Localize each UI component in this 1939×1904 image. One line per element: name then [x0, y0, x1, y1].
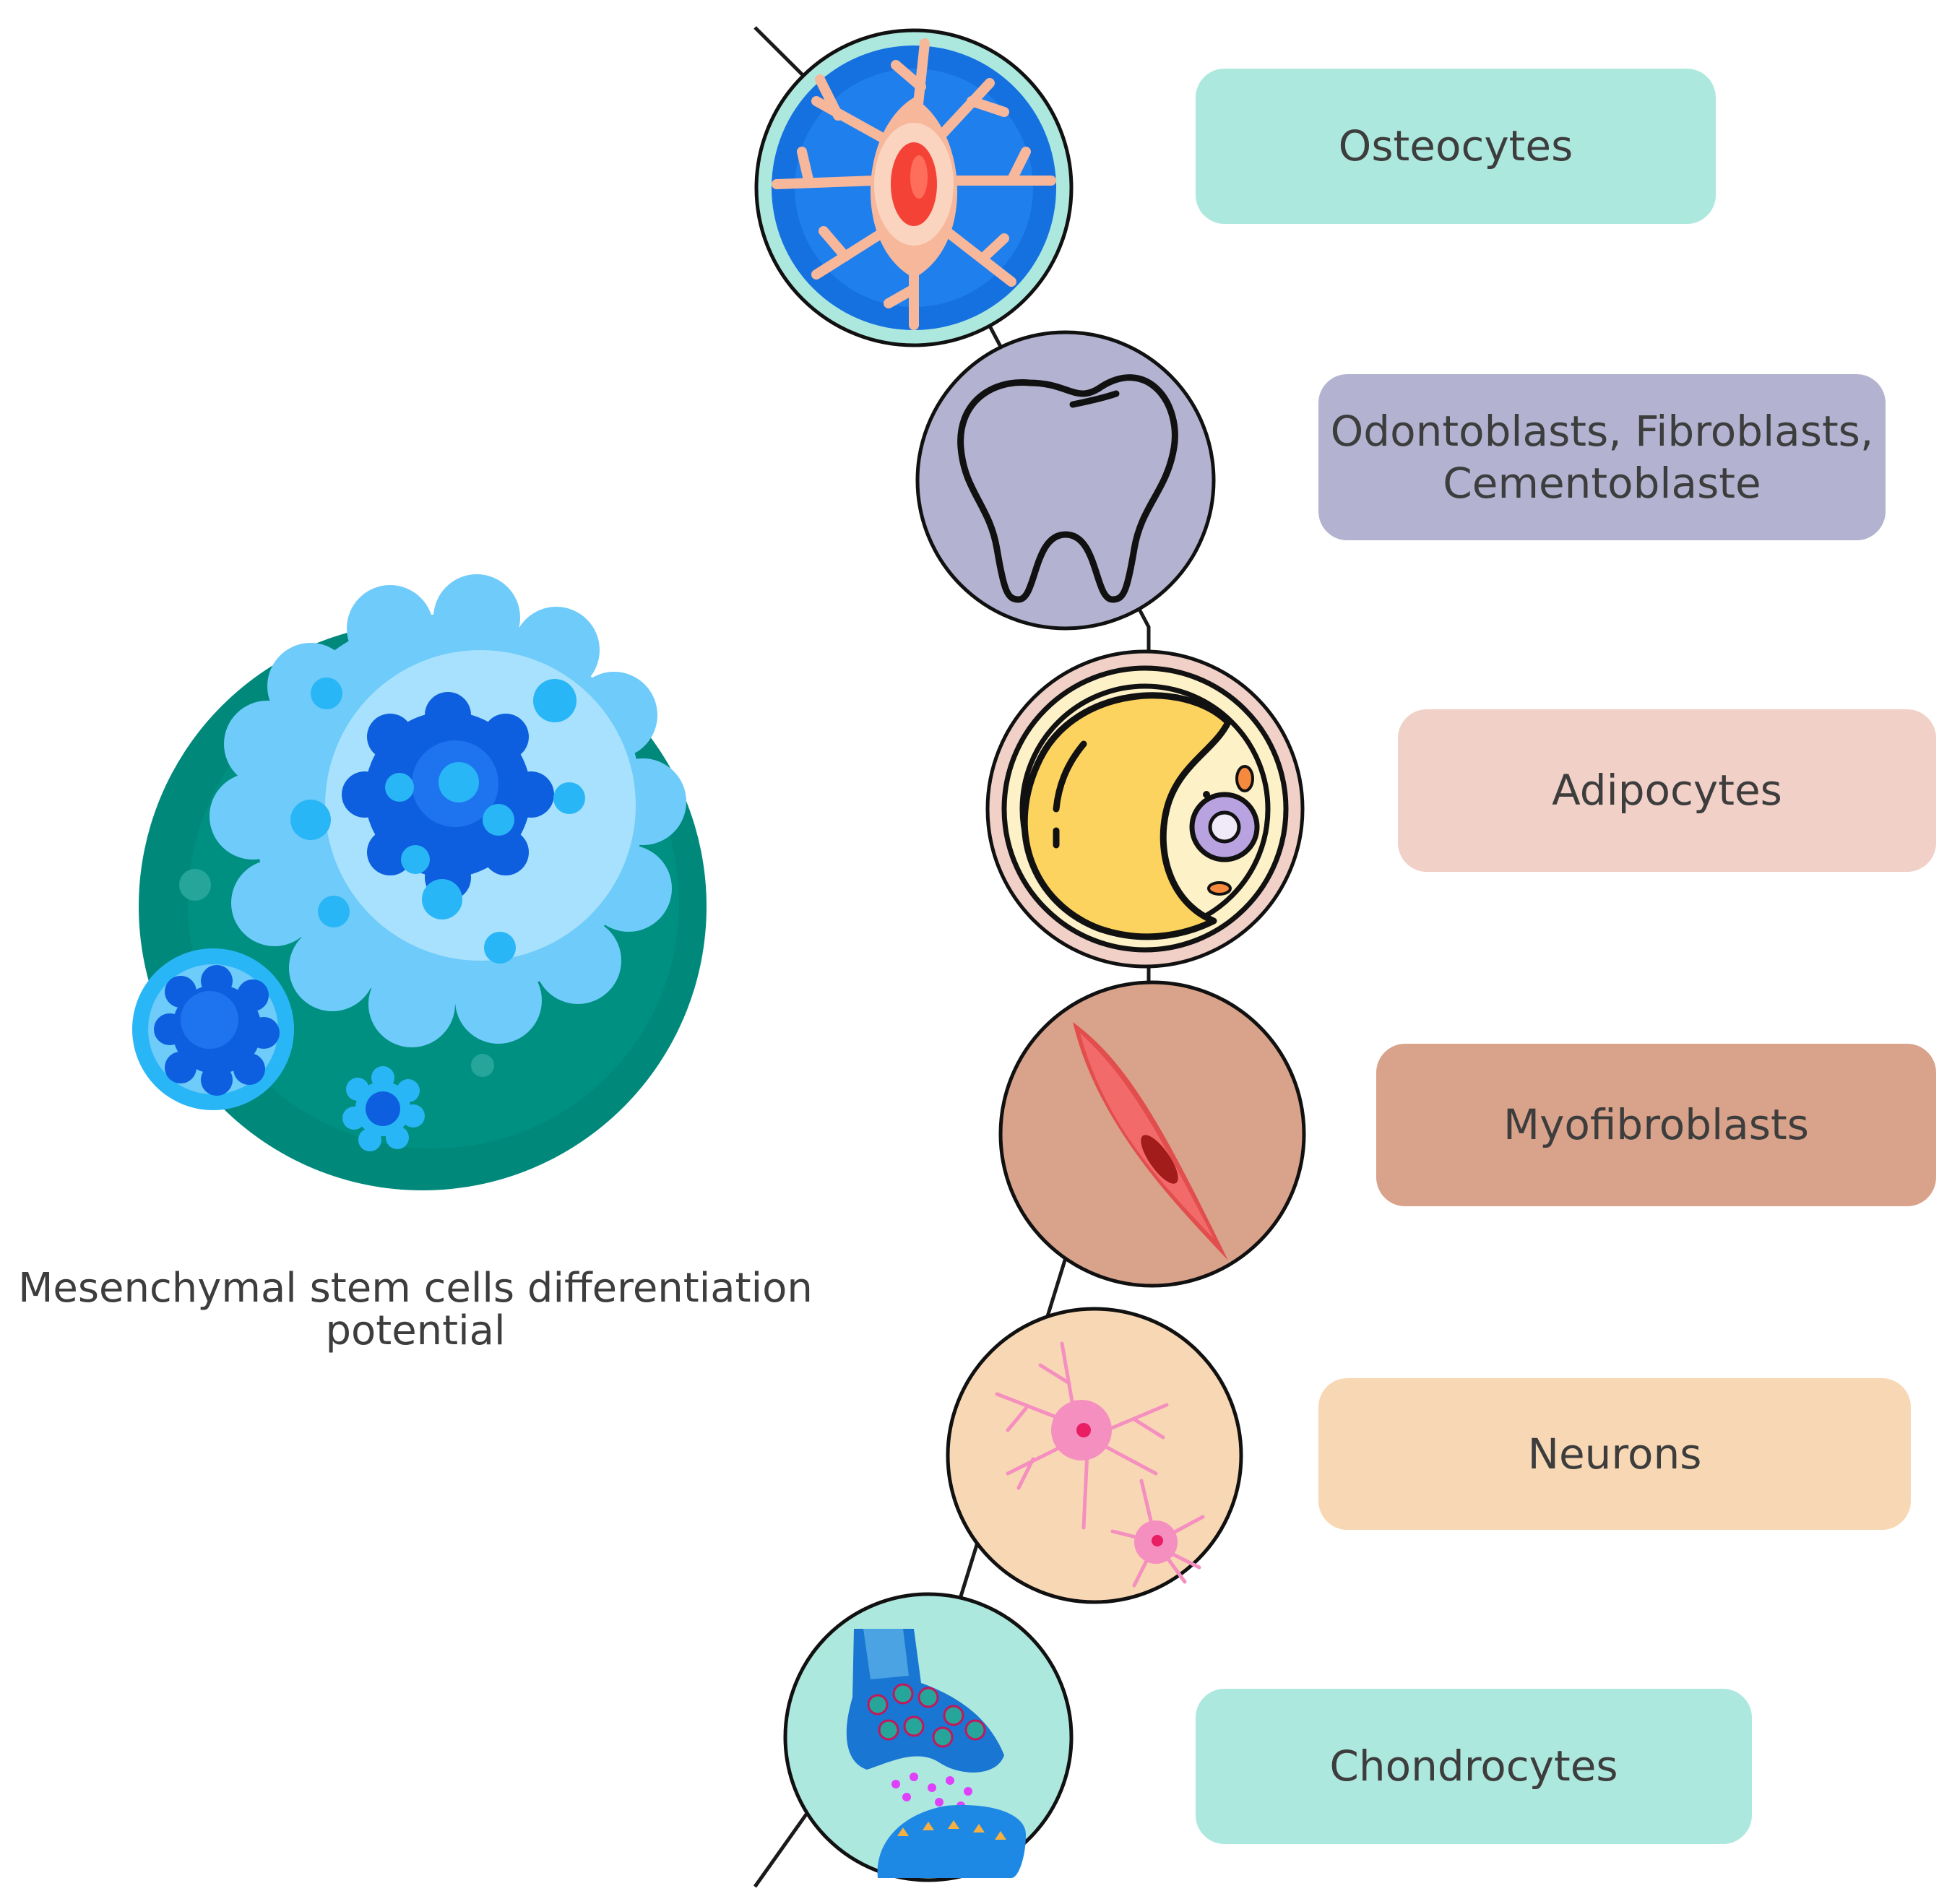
- diagram-caption: Mesenchymal stem cells differentiation p…: [18, 1265, 813, 1354]
- neuron-icon: [946, 1307, 1243, 1604]
- label-adipocytes: Adipocytes: [1398, 709, 1936, 872]
- stem-cell-icon: [132, 574, 707, 1190]
- label-chondrocytes: Chondrocytes: [1196, 1689, 1752, 1844]
- osteocyte-icon: [754, 28, 1074, 347]
- tooth-icon: [915, 330, 1216, 631]
- label-neurons: Neurons: [1318, 1378, 1911, 1530]
- myofibroblast-icon: [998, 980, 1306, 1288]
- adipocyte-icon: [985, 649, 1305, 969]
- label-myofibroblasts: Myofibroblasts: [1376, 1044, 1936, 1206]
- chondrocyte-icon: [783, 1592, 1074, 1882]
- label-odontoblasts: Odontoblasts, Fibroblasts, Cementoblaste: [1318, 374, 1886, 540]
- label-osteocytes: Osteocytes: [1196, 69, 1716, 224]
